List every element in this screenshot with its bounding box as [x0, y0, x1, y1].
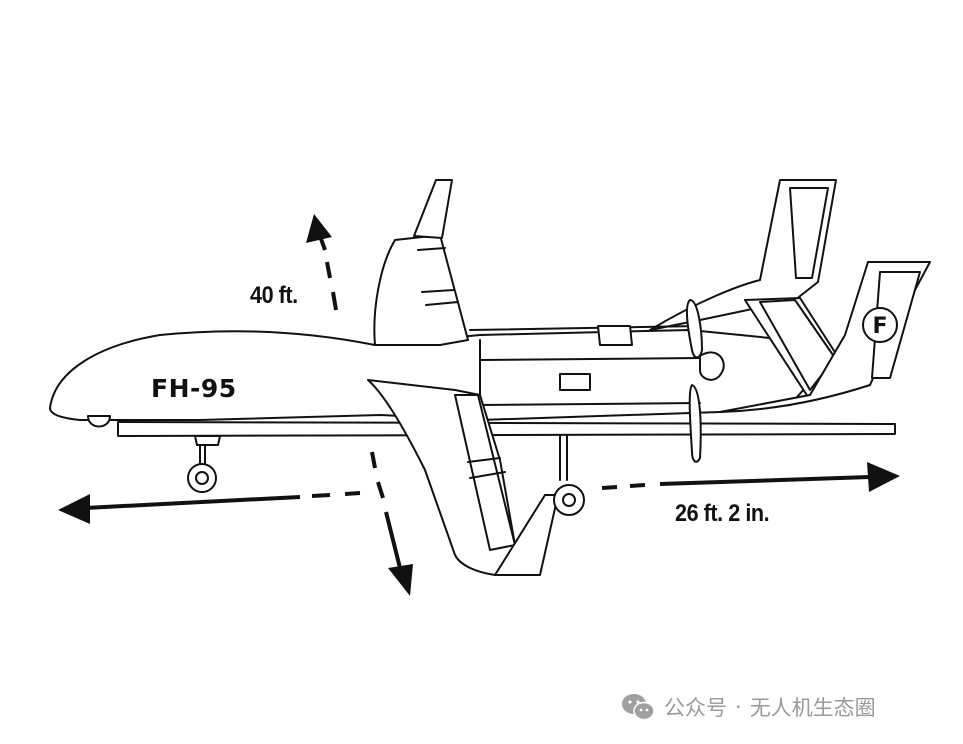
watermark-source: 公众号	[664, 696, 727, 720]
watermark: 公众号 · 无人机生态圈	[620, 690, 876, 724]
propeller	[685, 299, 725, 463]
nose-landing-gear	[187, 435, 221, 493]
front-tail-fin	[719, 261, 931, 413]
wing-upper	[373, 179, 469, 346]
watermark-account: 无人机生态圈	[749, 696, 876, 720]
wingspan-arrow	[306, 214, 413, 596]
wechat-icon	[622, 694, 655, 721]
model-label: FH-95	[151, 374, 237, 403]
fuselage	[49, 325, 813, 421]
main-landing-gear	[553, 435, 585, 516]
nose-sensor	[87, 415, 111, 428]
length-arrow	[58, 462, 900, 524]
tail-logo-letter: F	[872, 314, 887, 339]
fuselage-rail	[117, 421, 896, 437]
wing-lower	[367, 379, 559, 576]
length-label: 26 ft. 2 in.	[675, 500, 770, 527]
rear-tail-fin	[649, 179, 837, 331]
watermark-separator: ·	[735, 695, 742, 719]
wingspan-label: 40 ft.	[250, 282, 298, 309]
